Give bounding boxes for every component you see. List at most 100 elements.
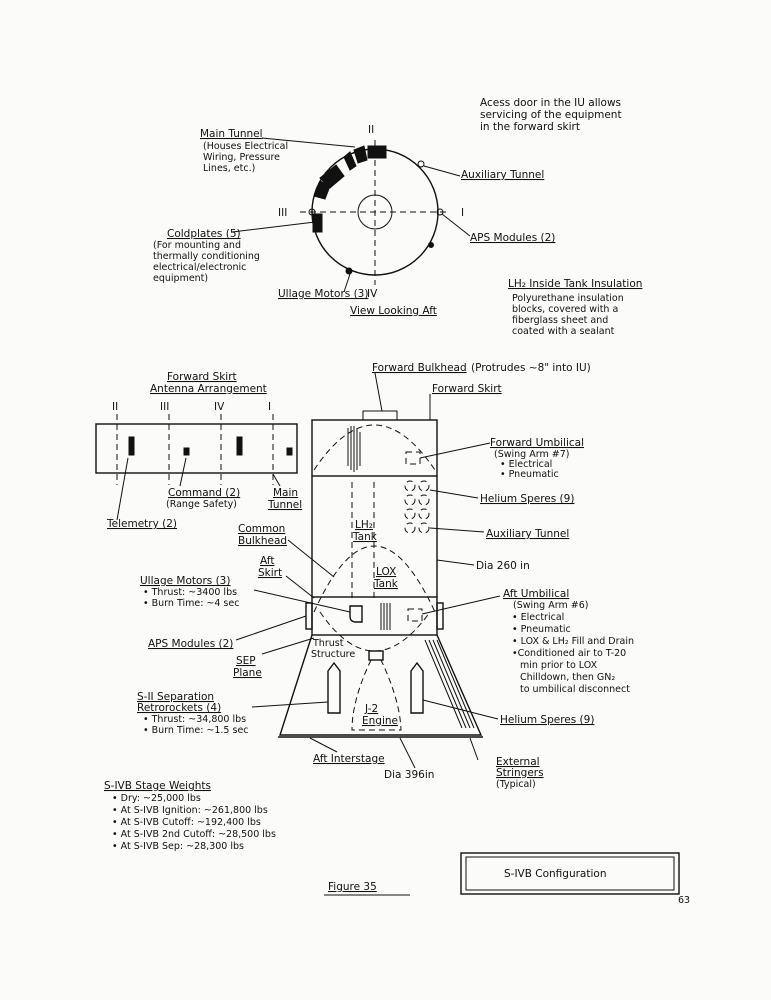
leader-aux-tunnel-side xyxy=(429,527,485,533)
coldplates-label: Coldplates (5) xyxy=(167,228,241,240)
dia-396-label: Dia 396in xyxy=(384,769,434,781)
aft-umbilical-item-4: •Conditioned air to T-20 xyxy=(512,648,626,659)
leader-ullage-side xyxy=(253,589,351,613)
leader-telemetry xyxy=(116,457,129,521)
coldplate-block xyxy=(313,180,331,200)
forward-umbilical xyxy=(405,451,421,465)
view-roman-iii: III xyxy=(278,207,287,219)
main-tunnel-label: Main Tunnel xyxy=(200,128,263,140)
ullage-motors-item-2: • Burn Time: ~4 sec xyxy=(143,598,239,609)
aft-umbilical-item-2: • Pneumatic xyxy=(512,624,571,635)
aft-umbilical-label: Aft Umbilical xyxy=(503,588,569,600)
command-antenna xyxy=(183,447,190,456)
aps-module-left xyxy=(305,602,313,630)
retrorockets-item-2: • Burn Time: ~1.5 sec xyxy=(143,725,249,736)
external-stringers xyxy=(424,639,475,729)
insulation-title: LH₂ Inside Tank Insulation xyxy=(508,278,642,290)
leader-helium-lower xyxy=(422,699,499,720)
aps-modules-label: APS Modules (2) xyxy=(470,232,555,244)
view-looking-aft: II I III IV Main Tunnel (Houses Electric… xyxy=(153,124,555,317)
auxiliary-tunnel-label: Auxiliary Tunnel xyxy=(461,169,544,181)
retrorockets-label-1: S-II Separation xyxy=(137,691,214,703)
aft-interstage-label: Aft Interstage xyxy=(313,753,385,765)
config-box-outer xyxy=(460,852,680,895)
ullage-motor xyxy=(349,605,363,623)
figure-label: Figure 35 xyxy=(328,881,377,893)
main-tunnel-desc-1: (Houses Electrical xyxy=(203,141,288,152)
coldplates-desc-1: (For mounting and xyxy=(153,240,241,251)
skirt-unrolled-panel xyxy=(95,423,298,474)
aft-umbilical-item-5: min prior to LOX xyxy=(520,660,598,671)
aft-umbilical xyxy=(407,608,423,622)
view-roman-ii: II xyxy=(368,124,374,136)
j2-engine-label-2: Engine xyxy=(362,715,398,727)
retrorocket-left xyxy=(327,661,341,714)
leader-main-tunnel-antenna xyxy=(272,473,281,487)
antenna-main-label-1: Main xyxy=(273,487,298,499)
leader-sep-plane xyxy=(261,637,315,655)
leader-external-stringers xyxy=(469,737,479,761)
main-tunnel-desc-3: Lines, etc.) xyxy=(203,163,255,174)
leader-forward-bulkhead xyxy=(374,372,383,412)
external-stringers-label-3: (Typical) xyxy=(496,779,536,790)
main-tunnel-block xyxy=(367,145,387,159)
lox-tank-label-1: LOX xyxy=(376,566,396,578)
aft-umbilical-item-3: • LOX & LH₂ Fill and Drain xyxy=(512,636,634,647)
j2-engine-bell xyxy=(351,659,402,731)
leader-command xyxy=(179,457,187,487)
ullage-motors-label: Ullage Motors (3) xyxy=(278,288,368,300)
aft-umbilical-item-6: Chilldown, then GN₂ xyxy=(520,672,615,683)
forward-bulkhead-dome xyxy=(313,424,436,471)
telemetry-antenna xyxy=(236,436,243,456)
aft-skirt-label-1: Aft xyxy=(260,555,274,567)
lox-tank-label-2: Tank xyxy=(373,578,399,590)
auxiliary-tunnel-side-label: Auxiliary Tunnel xyxy=(486,528,569,540)
leader-coldplates xyxy=(231,221,316,233)
top-note-line-3: in the forward skirt xyxy=(480,121,580,133)
weights-item-2: • At S-IVB Ignition: ~261,800 lbs xyxy=(112,805,268,816)
leader-retrorockets xyxy=(251,701,329,708)
antenna-roman-ii: II xyxy=(112,401,118,413)
antenna-title-1: Forward Skirt xyxy=(167,371,237,383)
aps-module-right xyxy=(436,602,444,630)
sep-plane-label-1: SEP xyxy=(236,655,256,667)
weights-item-3: • At S-IVB Cutoff: ~192,400 lbs xyxy=(112,817,261,828)
leader-aft-umbilical xyxy=(421,595,501,615)
coldplates-desc-4: equipment) xyxy=(153,273,208,284)
retrorockets-item-1: • Thrust: ~34,800 lbs xyxy=(143,714,246,725)
aft-umbilical-item-1: • Electrical xyxy=(512,612,564,623)
leader-helium-upper xyxy=(429,489,479,499)
top-note: Acess door in the IU allows servicing of… xyxy=(480,97,622,133)
helium-spheres-lower-label: Helium Speres (9) xyxy=(500,714,594,726)
aft-umbilical-hatch xyxy=(380,603,391,630)
insulation-desc-2: blocks, covered with a xyxy=(512,304,618,315)
leader-aft-skirt xyxy=(285,575,315,599)
common-bulkhead-label-1: Common xyxy=(238,523,285,535)
view-roman-iv: IV xyxy=(367,288,378,300)
thrust-structure-label-1: Thrust xyxy=(312,638,344,649)
ullage-motors-side-label: Ullage Motors (3) xyxy=(140,575,230,587)
external-stringers-label-2: Stringers xyxy=(496,767,544,779)
command-sub-label: (Range Safety) xyxy=(166,499,237,510)
leader-common-bulkhead xyxy=(287,539,335,578)
common-bulkhead-label-2: Bulkhead xyxy=(238,535,287,547)
forward-skirt-label: Forward Skirt xyxy=(432,383,502,395)
antenna-roman-iv: IV xyxy=(214,401,225,413)
dia-260-label: Dia 260 in xyxy=(476,560,530,572)
main-tunnel-block xyxy=(343,151,357,171)
antenna-roman-i: I xyxy=(268,401,271,413)
leader-dia-260 xyxy=(436,559,475,566)
forward-umbilical-sub: (Swing Arm #7) xyxy=(494,449,569,460)
main-tunnel-hatch xyxy=(347,426,361,472)
forward-umbilical-label: Forward Umbilical xyxy=(490,437,584,449)
aft-skirt-label-2: Skirt xyxy=(258,567,282,579)
main-tunnel-desc-2: Wiring, Pressure xyxy=(203,152,280,163)
weights-title: S-IVB Stage Weights xyxy=(104,780,211,792)
leader-main-tunnel xyxy=(261,137,356,148)
top-note-line-2: servicing of the equipment xyxy=(480,109,622,121)
ullage-motor-marker xyxy=(345,267,353,275)
aps-module-marker xyxy=(436,208,444,216)
leader-forward-umbilical xyxy=(419,442,491,459)
telemetry-antenna xyxy=(128,436,135,456)
